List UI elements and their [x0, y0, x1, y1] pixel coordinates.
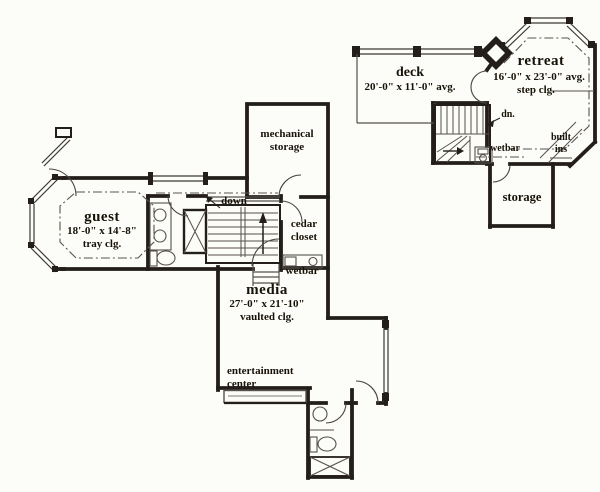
linen-closet — [182, 208, 208, 255]
door-arcs — [48, 70, 511, 424]
deck-dims: 20'-0" x 11'-0" avg. — [364, 81, 456, 93]
cedar-closet-label-line1: cedar — [290, 218, 318, 230]
media-room-dims: 27'-0" x 21'-10" — [229, 298, 305, 310]
main-staircase — [205, 196, 281, 264]
guest-room-label: guest — [84, 209, 120, 225]
retreat-room-ceiling: step clg. — [517, 84, 555, 96]
entertainment-center-label-line1: entertainment — [227, 365, 294, 377]
guest-room-ceiling: tray clg. — [82, 238, 122, 250]
window-posts — [28, 17, 595, 401]
mechanical-storage-label-line2: storage — [269, 141, 305, 153]
media-room-ceiling: vaulted clg. — [240, 311, 294, 323]
wetbar-right-counter — [474, 146, 493, 164]
bottom-bath-fixtures — [309, 406, 351, 477]
retreat-room-dims: 16'-0" x 23'-0" avg. — [493, 71, 585, 83]
chimney-box — [55, 127, 72, 138]
deck-label: deck — [396, 65, 424, 80]
right-staircase — [434, 104, 501, 164]
cedar-closet-label-line2: closet — [290, 231, 318, 243]
entertainment-center-unit — [223, 389, 307, 405]
built-ins-label-line1: built — [550, 132, 572, 143]
ceiling-lines — [59, 37, 590, 259]
storage-room-label: storage — [502, 190, 542, 204]
media-room-label: media — [246, 282, 288, 298]
mechanical-storage-label-line1: mechanical — [260, 128, 314, 140]
entertainment-center-label-line2: center — [227, 378, 257, 390]
wetbar-left-counter — [282, 254, 323, 269]
guest-room-dims: 18'-0" x 14'-8" — [67, 225, 137, 237]
built-ins-label-line2: ins — [554, 144, 568, 155]
wetbar-left-label: wetbar — [285, 265, 319, 277]
stairs-dn-label: dn. — [501, 109, 515, 120]
thin-lines — [206, 54, 436, 286]
retreat-room-label: retreat — [517, 53, 565, 69]
wetbar-right-label: wetbar — [490, 143, 520, 154]
fireplace — [479, 36, 513, 70]
stairs-down-label: down — [221, 195, 247, 207]
central-bath-fixtures — [149, 202, 176, 267]
built-ins-shelves — [539, 121, 583, 164]
